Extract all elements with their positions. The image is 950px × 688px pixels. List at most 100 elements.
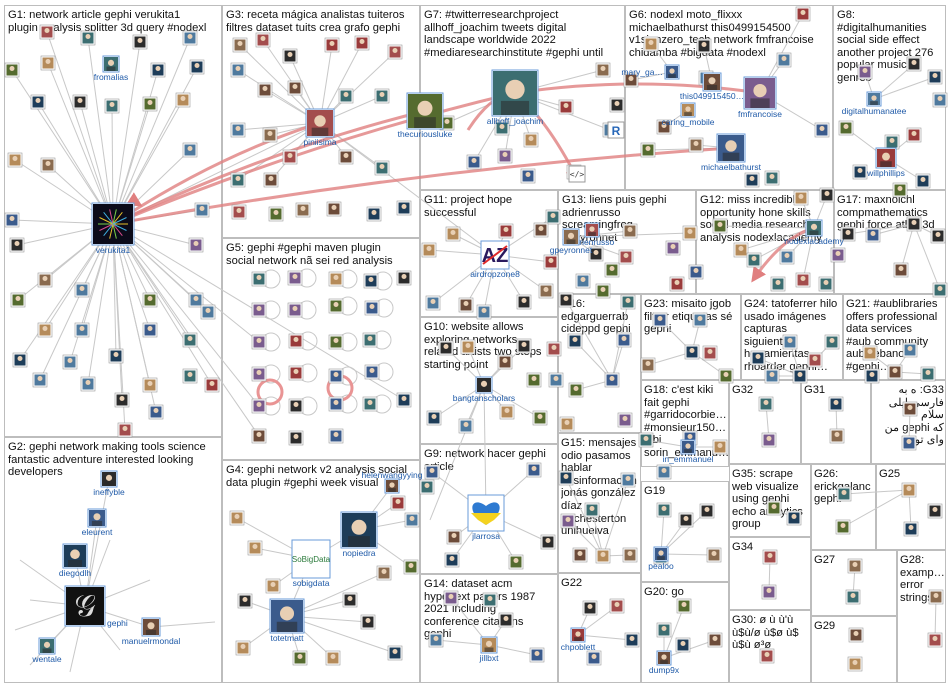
node-label: nopiedra	[342, 548, 375, 558]
avatar-icon	[718, 368, 734, 384]
node-label: airdropzone8	[470, 269, 520, 279]
avatar-icon	[699, 503, 715, 519]
edge	[435, 639, 490, 646]
avatar-icon	[363, 273, 379, 289]
node-ineffyble[interactable]: ineffyble	[93, 470, 125, 497]
avatar-icon	[4, 62, 20, 78]
node-label: piniisima	[303, 137, 336, 147]
node-fmfrancoise[interactable]: fmfrancoise	[738, 76, 782, 119]
group-label-g2: G2: gephi network making tools science f…	[8, 441, 206, 479]
node-gpeyronnet[interactable]: gpeyronnet	[550, 228, 593, 255]
node-in-emmanuel[interactable]: in_emmanuel	[662, 439, 714, 464]
edge	[663, 605, 685, 659]
strong-edge	[110, 121, 321, 226]
avatar-icon	[609, 598, 625, 614]
avatar-icon	[712, 218, 728, 234]
node-allhoff-joachim[interactable]: allhoff_joachim	[487, 69, 544, 126]
avatar-icon	[498, 223, 514, 239]
avatar-icon	[847, 558, 863, 574]
node-caring-mobile[interactable]: caring_mobile	[662, 102, 715, 127]
avatar-icon	[523, 132, 539, 148]
edge	[565, 299, 613, 381]
avatar-icon	[676, 598, 692, 614]
node-diegodlh[interactable]: diegodlh	[59, 543, 91, 578]
node-digitalhumanatee[interactable]: digitalhumanatee	[842, 91, 907, 116]
avatar-icon	[235, 640, 251, 656]
group-box-g31	[801, 380, 871, 464]
node-bangtanscholars[interactable]: bangtanscholars	[453, 376, 515, 403]
node-michaelbathurst[interactable]: michaelbathurst	[701, 133, 762, 172]
avatar-icon	[194, 202, 210, 218]
avatar-icon	[419, 479, 435, 495]
avatar-icon	[838, 120, 854, 136]
avatar-icon	[188, 292, 204, 308]
node-mary-ga[interactable]: mary_ga…	[621, 64, 680, 80]
node-verukita1[interactable]: verukita1	[91, 202, 135, 255]
node-helenwangyying[interactable]: helenwangyying	[362, 470, 423, 494]
node-fromalias[interactable]: fromalias	[94, 55, 128, 82]
edge	[913, 223, 941, 291]
avatar-icon	[828, 396, 844, 412]
node-dump9x[interactable]: dump9x	[649, 650, 680, 675]
avatar-icon	[675, 637, 691, 653]
node-wentale[interactable]: wentale	[31, 637, 62, 664]
group-box-g29	[811, 616, 897, 683]
avatar-icon	[80, 30, 96, 46]
avatar-icon	[257, 82, 273, 98]
group-label-g14: G14: dataset acm hypertext papers 1987 2…	[424, 578, 536, 640]
node-pealoo[interactable]: pealoo	[648, 546, 674, 571]
avatar-icon	[324, 37, 340, 53]
node-label: jlarrosa	[471, 531, 500, 541]
node-nodexlacademy[interactable]: nodexlacademy	[784, 219, 845, 246]
avatar-icon	[188, 237, 204, 253]
avatar-icon	[526, 462, 542, 478]
avatar-icon	[865, 227, 881, 243]
avatar-icon	[251, 271, 267, 287]
edge	[112, 223, 260, 437]
edge	[660, 510, 708, 555]
node-jlarrosa[interactable]: jlarrosa	[467, 494, 505, 541]
avatar-icon	[230, 122, 246, 138]
node-manuelrmondal[interactable]: manuelrmondal	[122, 617, 181, 646]
node-willphillips[interactable]: willphillips	[866, 147, 905, 178]
avatar-icon	[764, 170, 780, 186]
avatar-icon	[814, 122, 830, 138]
node-chpoblett[interactable]: chpoblett	[561, 627, 596, 652]
avatar-icon	[582, 600, 598, 616]
node-piniisima[interactable]: piniisima	[303, 108, 337, 147]
avatar-icon	[656, 464, 672, 480]
avatar-icon	[764, 368, 780, 384]
avatar-icon	[884, 134, 900, 150]
group-box-g9	[420, 444, 558, 574]
node-totetmatt[interactable]: totetmatt	[269, 598, 305, 643]
node-adrienrusso[interactable]: adrienrusso	[570, 222, 615, 247]
avatar-icon	[328, 271, 344, 287]
avatar-icon	[364, 300, 380, 316]
node-nopiedra[interactable]: nopiedra	[340, 511, 378, 558]
node-thecuriousluke[interactable]: thecuriousluke	[398, 92, 453, 139]
avatar-icon	[374, 88, 390, 104]
avatar-icon	[529, 647, 545, 663]
node-label: ineffyble	[93, 487, 125, 497]
avatar-icon	[263, 172, 279, 188]
node-this049915450[interactable]: this049915450…	[680, 72, 744, 101]
avatar-icon	[829, 428, 845, 444]
avatar-icon	[426, 410, 442, 426]
node-eleurent[interactable]: eleurent	[82, 508, 113, 537]
group-label-g1: G1: network article gephi verukita1 plug…	[8, 9, 207, 34]
avatar-icon	[396, 200, 412, 216]
group-box-g23	[641, 294, 741, 380]
node-label: manuelrmondal	[122, 636, 181, 646]
node-airdropzone8[interactable]: AZairdropzone8	[470, 240, 520, 279]
edge	[483, 384, 487, 514]
node-jillbxt[interactable]: jillbxt	[479, 636, 500, 663]
avatar-icon	[476, 304, 492, 320]
avatar-icon	[902, 401, 918, 417]
edge	[112, 223, 213, 386]
avatar-icon	[104, 98, 120, 114]
avatar-icon	[446, 529, 462, 545]
avatar-icon	[182, 368, 198, 384]
